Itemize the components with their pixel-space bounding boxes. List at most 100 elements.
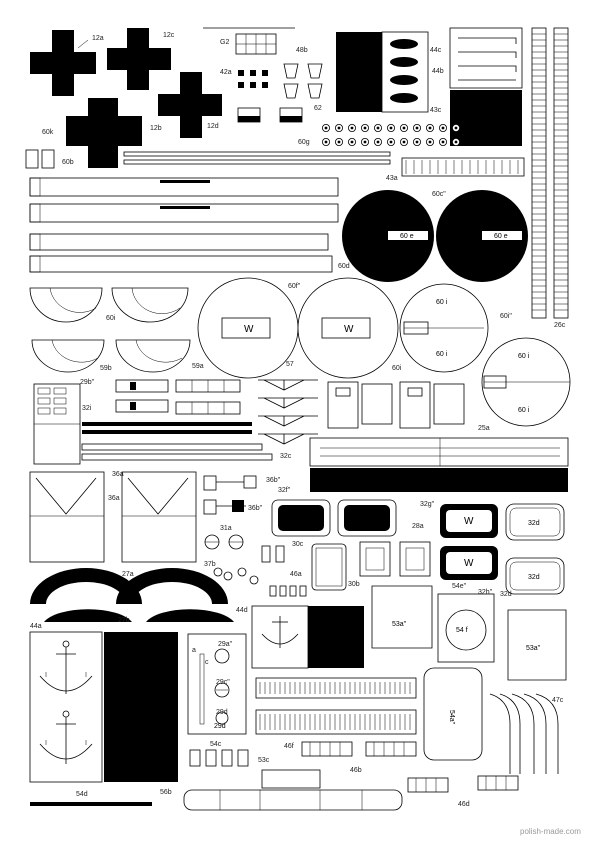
part-54f: 54 f bbox=[437, 593, 495, 663]
label-57: 57 bbox=[286, 361, 294, 368]
part-32f bbox=[271, 499, 397, 537]
bolt-hole bbox=[402, 140, 406, 144]
text-60e-b: 60 e bbox=[494, 233, 508, 240]
label-32f: 32f" bbox=[278, 487, 291, 494]
bolt-hole bbox=[428, 126, 432, 130]
part-54a: 54a" bbox=[423, 667, 483, 761]
part-60k bbox=[25, 149, 55, 169]
label-27a: 27a bbox=[122, 571, 134, 578]
label-48b: 48b bbox=[296, 47, 308, 54]
part-26c-rail-left bbox=[531, 27, 547, 319]
label-46a: 46a bbox=[290, 571, 302, 578]
part-59b bbox=[115, 379, 169, 413]
bolt-hole bbox=[441, 126, 445, 130]
label-62: 62 bbox=[314, 105, 322, 112]
label-42a: 42a bbox=[220, 69, 232, 76]
part-12a-cross bbox=[30, 30, 96, 96]
label-59b: 59b bbox=[100, 365, 112, 372]
part-43a-strip bbox=[401, 157, 525, 177]
label-60k: 60k bbox=[42, 129, 54, 136]
text-60i-4: 60 i bbox=[518, 407, 530, 414]
watermark: polish-made.com bbox=[520, 827, 581, 836]
label-43a: 43a bbox=[386, 175, 398, 182]
part-60i-disc-a: 60 i 60 i bbox=[399, 283, 489, 373]
part-44c-rails bbox=[449, 27, 523, 146]
label-32d: 32d bbox=[500, 591, 512, 598]
label-60b: 60b bbox=[62, 159, 74, 166]
label-60c: 60c" bbox=[432, 191, 446, 198]
text-W-2: W bbox=[344, 324, 354, 335]
part-48b bbox=[283, 63, 323, 99]
part-53a-right: 53a" bbox=[507, 609, 567, 681]
label-47c: 47c bbox=[552, 697, 564, 704]
label-60g: 60g bbox=[298, 139, 310, 146]
part-12d-cross bbox=[158, 72, 222, 138]
part-60f-ring-left: W bbox=[197, 277, 299, 379]
label-26c: 26c bbox=[554, 322, 566, 329]
label-G2: G2 bbox=[220, 39, 229, 46]
label-46b: 46b bbox=[350, 767, 362, 774]
text-W-3: W bbox=[464, 516, 474, 527]
part-32g: W W bbox=[440, 504, 498, 580]
label-29d: 29d bbox=[216, 709, 228, 716]
part-44c bbox=[336, 31, 429, 113]
text-W-1: W bbox=[244, 324, 254, 335]
label-54c: 54c bbox=[210, 741, 222, 748]
part-25a bbox=[309, 437, 569, 492]
label-44d: 44d bbox=[236, 607, 248, 614]
part-44d-panel bbox=[251, 605, 364, 669]
text-60e-a: 60 e bbox=[400, 233, 414, 240]
label-46d: 46d bbox=[458, 801, 470, 808]
part-60g-strips bbox=[123, 151, 391, 165]
part-60c-disc-right: 60 e bbox=[436, 190, 528, 282]
part-36a-right bbox=[121, 471, 197, 563]
text-54f: 54 f bbox=[456, 627, 468, 634]
bolt-hole bbox=[337, 140, 341, 144]
label-29b: 29b" bbox=[80, 379, 95, 386]
bolt-hole bbox=[415, 140, 419, 144]
label-56b: 56b bbox=[160, 789, 172, 796]
label-32g: 32g" bbox=[420, 501, 435, 508]
part-54c bbox=[189, 749, 249, 767]
part-43c-bolts bbox=[321, 124, 460, 146]
text-60i-3: 60 i bbox=[518, 353, 530, 360]
label-12a: 12a bbox=[92, 35, 104, 42]
part-46a bbox=[269, 585, 307, 597]
bolt-hole bbox=[350, 140, 354, 144]
anchor-icon bbox=[39, 640, 93, 694]
part-57-brackets bbox=[258, 379, 318, 445]
bolt-hole bbox=[376, 140, 380, 144]
label-30c: 30c bbox=[292, 541, 304, 548]
part-27a-arches bbox=[30, 568, 228, 604]
part-46b bbox=[301, 741, 417, 757]
text-54a: 54a" bbox=[448, 710, 455, 725]
text-W-4: W bbox=[464, 558, 474, 569]
bolt-hole bbox=[428, 140, 432, 144]
bolt-hole bbox=[337, 126, 341, 130]
part-62 bbox=[237, 107, 303, 123]
label-29a: 29a" bbox=[218, 641, 233, 648]
part-37b bbox=[213, 567, 259, 585]
label-12b: 12b bbox=[150, 125, 162, 132]
part-60i-boxes bbox=[327, 381, 465, 429]
part-36a-left bbox=[29, 471, 105, 563]
label-60d: 60d bbox=[338, 263, 350, 270]
part-26c-rail-right bbox=[553, 27, 569, 319]
label-c: c bbox=[205, 659, 209, 666]
label-54d: 54d bbox=[76, 791, 88, 798]
part-27b-arches bbox=[44, 609, 234, 622]
label-36b: 36b" bbox=[266, 477, 281, 484]
label-44b: 44b bbox=[432, 68, 444, 75]
part-32d: 32d 32d bbox=[505, 503, 565, 595]
bolt-hole bbox=[350, 126, 354, 130]
label-12d: 12d bbox=[207, 123, 219, 130]
bolt-hole bbox=[454, 140, 458, 144]
bolt-hole bbox=[363, 126, 367, 130]
text-53a-1: 53a" bbox=[392, 621, 407, 628]
part-54d bbox=[30, 802, 152, 806]
label-36b2: 36b" bbox=[248, 505, 263, 512]
anchor-icon bbox=[39, 710, 93, 764]
text-60i-1: 60 i bbox=[436, 299, 448, 306]
part-46d bbox=[407, 775, 519, 793]
